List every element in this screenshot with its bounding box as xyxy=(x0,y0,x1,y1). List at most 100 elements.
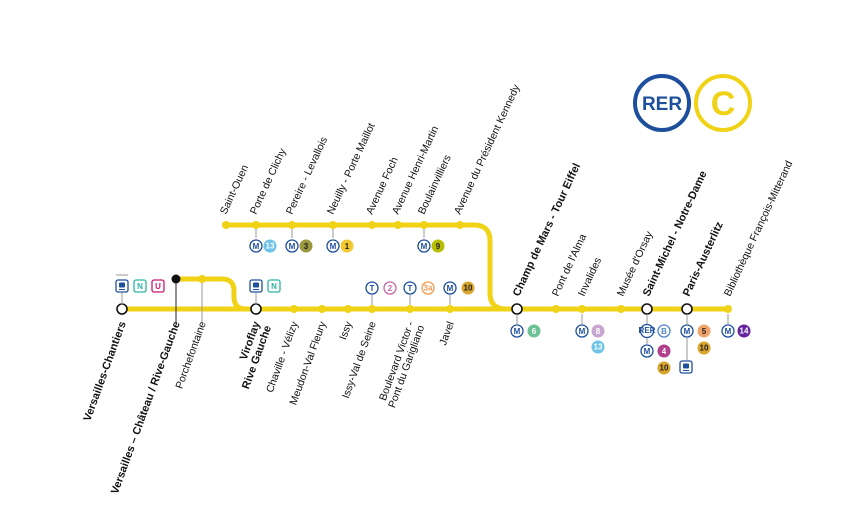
metro-badge[interactable]: 3 xyxy=(299,239,313,253)
station-stop[interactable] xyxy=(318,305,326,313)
station-label: Pereire - Levallois xyxy=(284,135,330,216)
station-label: Paris-Austerlitz xyxy=(681,220,726,299)
station-stop[interactable] xyxy=(250,303,262,315)
tram-badge[interactable]: T xyxy=(403,281,417,295)
svg-text:M: M xyxy=(725,327,732,336)
station-stop[interactable] xyxy=(446,305,454,313)
station-stop[interactable] xyxy=(290,305,298,313)
rerline-badge[interactable]: B xyxy=(657,324,671,338)
transilien-badge[interactable]: N xyxy=(133,279,147,293)
train-badge[interactable] xyxy=(679,360,693,374)
svg-text:1: 1 xyxy=(345,242,350,251)
transilien-badge[interactable]: U xyxy=(151,279,165,293)
station-stop[interactable] xyxy=(456,221,464,229)
svg-text:10: 10 xyxy=(700,344,709,353)
metro-badge[interactable]: 13 xyxy=(591,340,605,354)
svg-text:M: M xyxy=(644,347,651,356)
metro-badge[interactable]: M xyxy=(640,344,654,358)
station-stop[interactable] xyxy=(641,303,653,315)
metro-badge[interactable]: M xyxy=(249,239,263,253)
station-stop[interactable] xyxy=(368,305,376,313)
station-stop[interactable] xyxy=(406,305,414,313)
metro-badge[interactable]: 5 xyxy=(697,324,711,338)
metro-badge[interactable]: 9 xyxy=(431,239,445,253)
svg-text:8: 8 xyxy=(596,327,601,336)
svg-text:M: M xyxy=(514,327,521,336)
metro-badge[interactable]: M xyxy=(510,324,524,338)
station-stop[interactable] xyxy=(222,221,230,229)
metro-badge[interactable]: 10 xyxy=(461,281,475,295)
transilien-badge[interactable]: N xyxy=(267,279,281,293)
station-label: Bibliothèque François-Mitterand xyxy=(722,159,796,299)
svg-text:5: 5 xyxy=(702,327,707,336)
station-stop[interactable] xyxy=(252,221,260,229)
tram-badge[interactable]: T xyxy=(365,281,379,295)
station-label: Issy xyxy=(337,319,355,341)
metro-badge[interactable]: 8 xyxy=(591,324,605,338)
station-stop[interactable] xyxy=(171,274,181,284)
line-c-logo-letter: C xyxy=(711,85,736,123)
station-stop[interactable] xyxy=(198,275,206,283)
station-stop[interactable] xyxy=(288,221,296,229)
station-stop[interactable] xyxy=(724,305,732,313)
rer-badge[interactable]: RER xyxy=(639,323,656,339)
svg-text:14: 14 xyxy=(740,327,749,336)
station-label: Boulevard Victor -Pont du Garigliano xyxy=(376,319,428,409)
svg-text:3a: 3a xyxy=(424,284,433,293)
station-label: Javel xyxy=(437,320,457,347)
svg-text:13: 13 xyxy=(594,343,603,352)
metro-badge[interactable]: M xyxy=(326,239,340,253)
station-stop[interactable] xyxy=(617,305,625,313)
station-stop[interactable] xyxy=(329,221,337,229)
svg-text:3: 3 xyxy=(304,242,309,251)
station-label: Porte de Clichy xyxy=(248,146,289,216)
svg-text:2: 2 xyxy=(388,284,393,293)
station-label: Avenue Henri-Martin xyxy=(390,124,442,216)
metro-badge[interactable]: 1 xyxy=(340,239,354,253)
station-stop[interactable] xyxy=(552,305,560,313)
station-stop[interactable] xyxy=(344,305,352,313)
branch-track xyxy=(224,222,507,312)
station-label: Versailles-Chantiers xyxy=(82,320,129,423)
svg-text:10: 10 xyxy=(660,364,669,373)
station-stop[interactable] xyxy=(420,221,428,229)
tramnum-badge[interactable]: 3a xyxy=(421,281,435,295)
metro-badge[interactable]: 10 xyxy=(697,341,711,355)
svg-text:U: U xyxy=(155,282,161,291)
train-badge[interactable] xyxy=(249,279,263,293)
station-stop[interactable] xyxy=(511,303,523,315)
train-badge[interactable] xyxy=(115,279,129,293)
metro-badge[interactable]: 4 xyxy=(657,344,671,358)
station-label: Avenue du Président Kennedy xyxy=(452,82,523,216)
metro-badge[interactable]: M xyxy=(680,324,694,338)
metro-badge[interactable]: M xyxy=(575,324,589,338)
rer-logo-text: RER xyxy=(642,94,682,115)
svg-text:9: 9 xyxy=(436,242,441,251)
metro-badge[interactable]: 10 xyxy=(657,361,671,375)
metro-badge[interactable]: 6 xyxy=(527,324,541,338)
station-stop[interactable] xyxy=(681,303,693,315)
station-stop[interactable] xyxy=(578,305,586,313)
metro-badge[interactable]: M xyxy=(285,239,299,253)
rer-logo-ring xyxy=(633,74,691,132)
line-logo: RER C xyxy=(633,74,752,132)
station-stop[interactable] xyxy=(116,303,128,315)
station-label: Invalides xyxy=(576,256,604,299)
station-stop[interactable] xyxy=(394,221,402,229)
svg-text:RER: RER xyxy=(639,326,656,335)
station-stop[interactable] xyxy=(368,221,376,229)
metro-badge[interactable]: M xyxy=(417,239,431,253)
svg-text:M: M xyxy=(253,242,260,251)
track xyxy=(122,222,730,312)
metro-badge[interactable]: M xyxy=(443,281,457,295)
metro-badge[interactable]: 13 xyxy=(263,239,277,253)
metro-badge[interactable]: M xyxy=(721,324,735,338)
tramnum-badge[interactable]: 2 xyxy=(383,281,397,295)
svg-text:4: 4 xyxy=(662,347,667,356)
svg-text:M: M xyxy=(289,242,296,251)
svg-text:10: 10 xyxy=(464,284,473,293)
svg-text:M: M xyxy=(579,327,586,336)
metro-badge[interactable]: 14 xyxy=(737,324,751,338)
